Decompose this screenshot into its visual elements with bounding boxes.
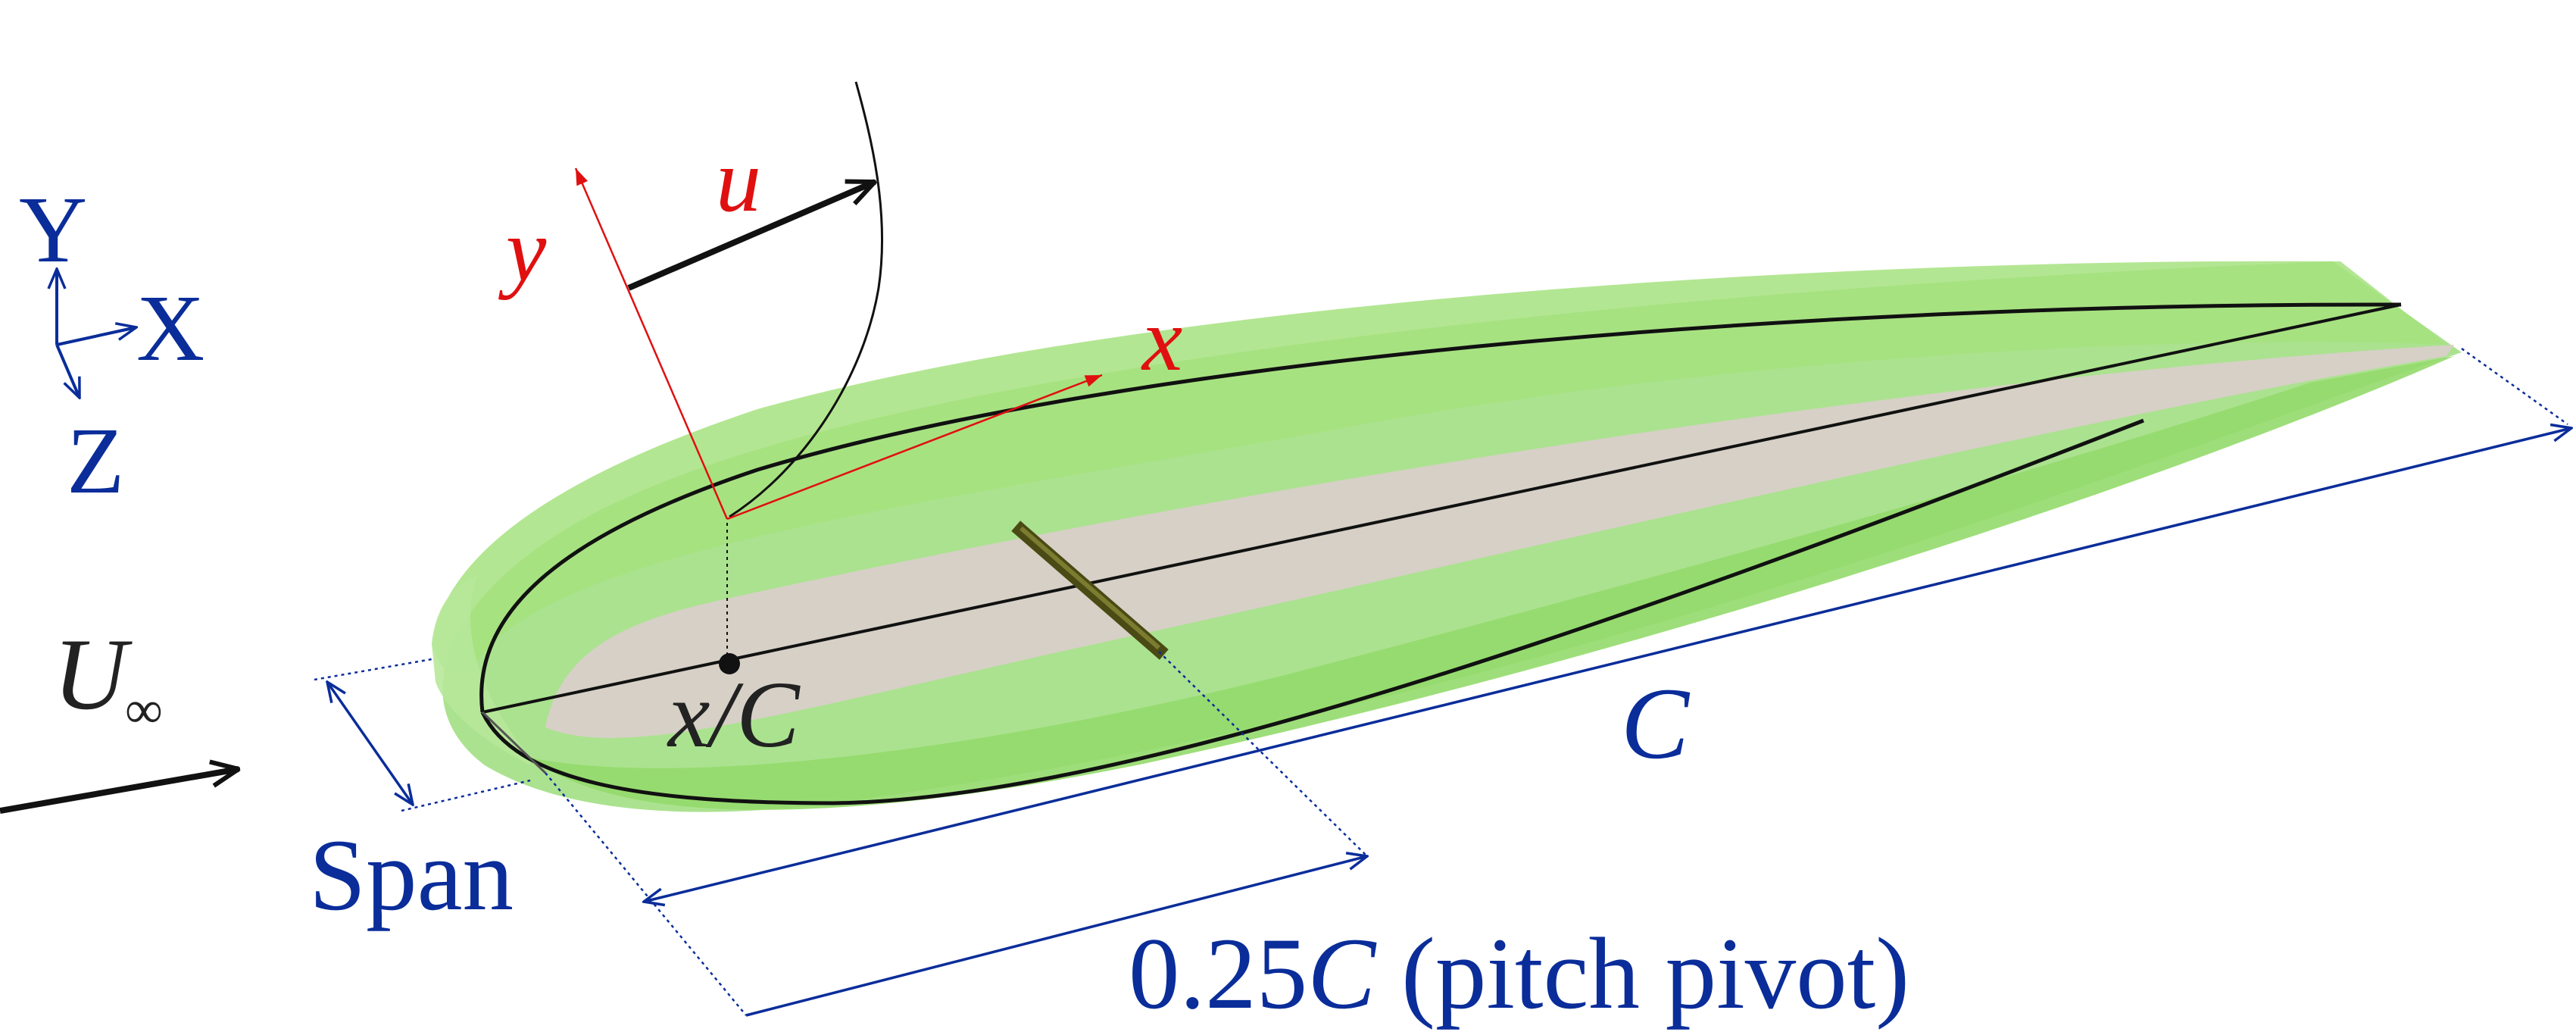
pivot-dimension-arrow: [745, 856, 1367, 1017]
pivot-label-c: C: [1307, 918, 1377, 1030]
pivot-label-number: 0.25: [1129, 918, 1307, 1030]
chord-dimension-arrow: [644, 428, 2571, 902]
triad-z-label: Z: [67, 409, 124, 514]
airfoil-outline-upper: [479, 302, 2402, 713]
leading-edge-line: [481, 711, 547, 774]
triad-z-axis: [55, 344, 81, 398]
pivot-label-suffix: (pitch pivot): [1375, 918, 1909, 1030]
local-y-label: y: [498, 199, 547, 300]
span-ext-top: [314, 658, 432, 681]
leading-edge-cap: [432, 576, 530, 765]
triad-x-axis: [56, 327, 136, 346]
freestream-label: U: [53, 618, 133, 731]
span-label: Span: [309, 819, 514, 932]
xc-label: x/C: [667, 663, 801, 768]
span-dimension-arrow: [327, 682, 413, 805]
chord-ext-te: [2461, 347, 2568, 426]
airfoil-lower-band: [530, 356, 2454, 810]
span-ext-bottom: [401, 779, 531, 812]
triad-y-label: Y: [19, 178, 87, 283]
freestream-subscript: ∞: [125, 681, 163, 740]
chord-label: C: [1621, 668, 1691, 780]
local-x-label: x: [1141, 289, 1182, 389]
freestream-arrow: [0, 769, 239, 814]
u-velocity-vector: [627, 179, 875, 291]
pivot-label: 0.25C (pitch pivot): [1129, 918, 1909, 1030]
u-label: u: [716, 130, 761, 230]
pivot-ext-line: [1158, 651, 1368, 857]
triad-x-label: X: [136, 277, 205, 381]
